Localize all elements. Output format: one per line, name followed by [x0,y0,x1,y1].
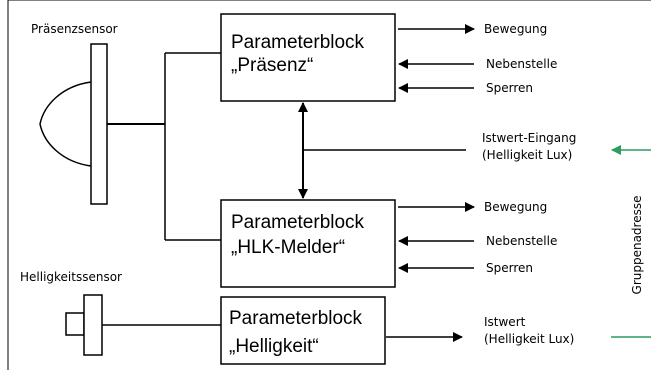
presence-in1-label: Nebenstelle [486,57,557,71]
brightness-block-subtitle: „Helligkeit“ [229,336,319,357]
presence-block-title: Parameterblock [231,32,365,53]
actual-value-label: Istwert [484,315,526,329]
group-address-label: Gruppenadresse [630,196,644,295]
hlk-block-title: Parameterblock [231,212,365,233]
actual-value-sublabel: (Helligkeit Lux) [484,332,574,346]
brightness-block-title: Parameterblock [229,308,363,329]
presence-sensor-bar [90,43,108,205]
presence-sensor-label: Präsenzsensor [31,22,118,36]
presence-out-label: Bewegung [484,22,547,36]
presence-block-subtitle: „Präsenz“ [231,55,313,76]
brightness-block [220,296,386,365]
hlk-in1-label: Nebenstelle [486,234,557,248]
presence-block [220,13,396,102]
brightness-sensor-label: Helligkeitssensor [20,270,122,284]
presence-sensor-lens [39,81,92,167]
actual-input-label: Istwert-Eingang [482,131,576,145]
brightness-sensor-cap [65,312,85,336]
actual-input-sublabel: (Helligkeit Lux) [482,148,572,162]
brightness-sensor-body [83,294,103,356]
hlk-in2-label: Sperren [486,261,533,275]
hlk-block-subtitle: „HLK-Melder“ [231,237,345,258]
hlk-out-label: Bewegung [484,200,547,214]
hlk-block [220,199,396,288]
presence-in2-label: Sperren [486,81,533,95]
